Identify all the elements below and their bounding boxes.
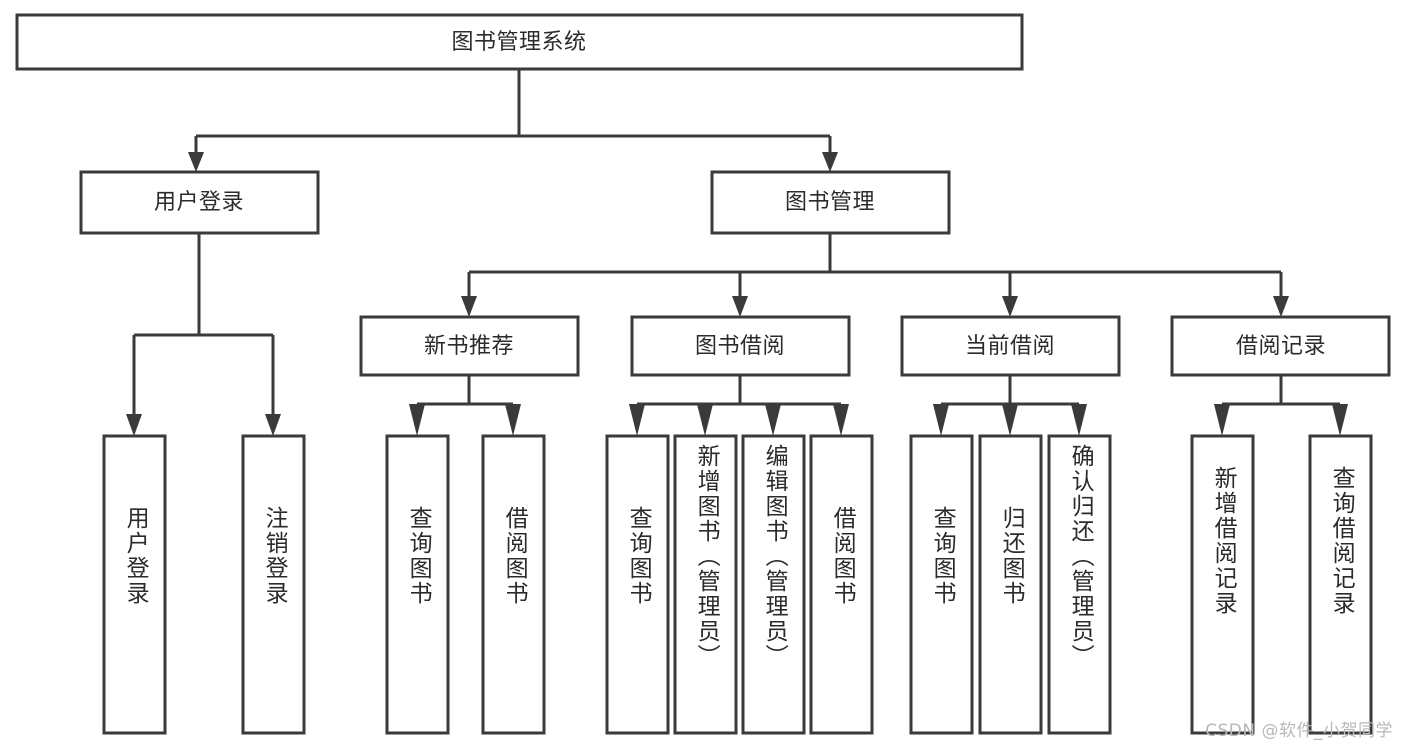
node-user-login[interactable]	[79, 170, 320, 235]
node-layer: 图书管理系统 用户登录 图书管理 新书推荐 图书借阅 当前借阅 借阅记录	[15, 13, 1391, 735]
node-leaf-confirm-return[interactable]	[1047, 434, 1112, 735]
node-user-login-label: 用户登录	[154, 190, 244, 215]
node-borrow-record-label: 借阅记录	[1236, 334, 1326, 359]
arrow-head-leaf-query-record	[1332, 404, 1348, 436]
node-leaf-query-book-2[interactable]	[605, 434, 670, 735]
node-book-manage-label: 图书管理	[785, 190, 875, 215]
arrow-head-leaf-edit-book	[765, 404, 781, 436]
node-leaf-add-record[interactable]	[1190, 434, 1255, 735]
node-leaf-edit-book[interactable]	[741, 434, 806, 735]
arrow-head-borrow-record	[1273, 296, 1289, 317]
node-new-book-rec-label: 新书推荐	[424, 334, 514, 359]
arrow-head-user-login	[188, 152, 204, 172]
arrow-head-leaf-return-book	[1002, 404, 1018, 436]
arrow-head-leaf-logout	[265, 414, 281, 436]
node-leaf-borrow-book-1[interactable]	[481, 434, 546, 735]
node-book-borrow[interactable]	[630, 315, 851, 377]
node-current-borrow[interactable]	[900, 315, 1121, 377]
node-leaf-user-login[interactable]	[102, 434, 167, 735]
arrow-head-current-borrow	[1002, 296, 1018, 317]
arrow-head-leaf-borrow-book-2	[833, 404, 849, 436]
node-book-borrow-label: 图书借阅	[695, 334, 785, 359]
arrow-head-leaf-borrow-book-1	[505, 404, 521, 436]
arrow-head-leaf-query-book-1	[409, 404, 425, 436]
arrow-head-new-book-rec	[461, 296, 477, 317]
arrow-head-book-manage	[822, 152, 838, 172]
node-root[interactable]	[15, 13, 1024, 71]
arrow-head-leaf-add-record	[1214, 404, 1230, 436]
node-leaf-logout[interactable]	[241, 434, 306, 735]
node-leaf-add-book[interactable]	[673, 434, 738, 735]
connector-layer	[126, 69, 1348, 436]
arrow-head-leaf-query-book-3	[933, 404, 949, 436]
node-leaf-query-book-3[interactable]	[909, 434, 974, 735]
arrow-head-book-borrow	[732, 296, 748, 317]
arrow-head-leaf-confirm-return	[1071, 404, 1087, 436]
node-root-label: 图书管理系统	[451, 30, 586, 55]
node-borrow-record[interactable]	[1170, 315, 1391, 377]
node-leaf-query-record[interactable]	[1308, 434, 1373, 735]
node-leaf-query-book-1[interactable]	[385, 434, 450, 735]
arrow-head-leaf-add-book	[697, 404, 713, 436]
node-leaf-return-book[interactable]	[978, 434, 1043, 735]
node-current-borrow-label: 当前借阅	[965, 334, 1055, 359]
arrow-head-leaf-query-book-2	[629, 404, 645, 436]
arrow-head-leaf-user-login	[126, 414, 142, 436]
node-leaf-borrow-book-2[interactable]	[809, 434, 874, 735]
node-book-manage[interactable]	[710, 170, 951, 235]
csdn-watermark: CSDN @软件_小贺同学	[1205, 721, 1393, 741]
node-new-book-rec[interactable]	[359, 315, 580, 377]
